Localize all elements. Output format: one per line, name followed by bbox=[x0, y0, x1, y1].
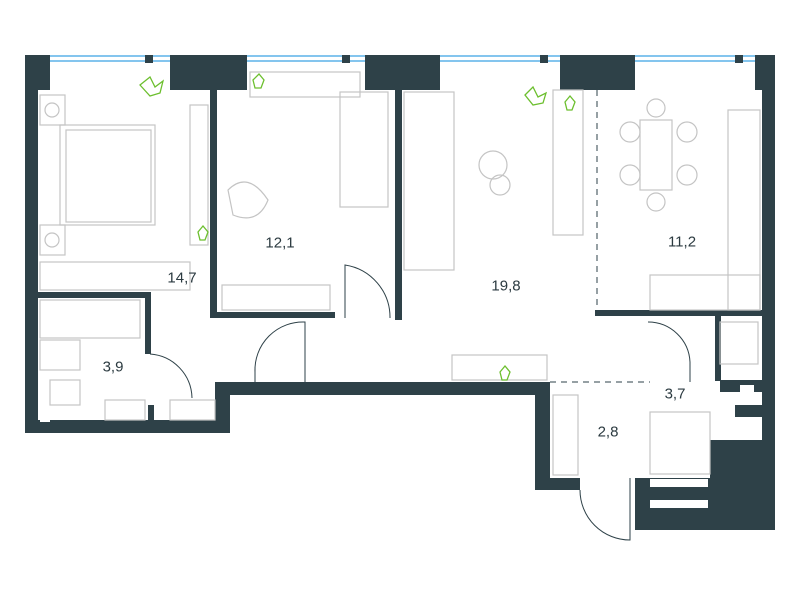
walls bbox=[25, 55, 775, 530]
room-area-kids-room: 12,1 bbox=[265, 234, 295, 252]
windows bbox=[50, 55, 757, 62]
room-area-living-room: 19,8 bbox=[491, 277, 521, 295]
room-area-bathroom: 3,9 bbox=[102, 358, 124, 376]
room-area-wc: 3,7 bbox=[664, 385, 686, 403]
doors bbox=[149, 90, 691, 541]
room-area-kitchen: 11,2 bbox=[667, 233, 697, 251]
room-area-bedroom: 14,7 bbox=[167, 269, 197, 287]
furniture bbox=[39, 71, 761, 476]
wall-openings bbox=[40, 385, 754, 508]
room-area-hall-closet: 2,8 bbox=[597, 423, 619, 441]
plants bbox=[139, 73, 576, 381]
